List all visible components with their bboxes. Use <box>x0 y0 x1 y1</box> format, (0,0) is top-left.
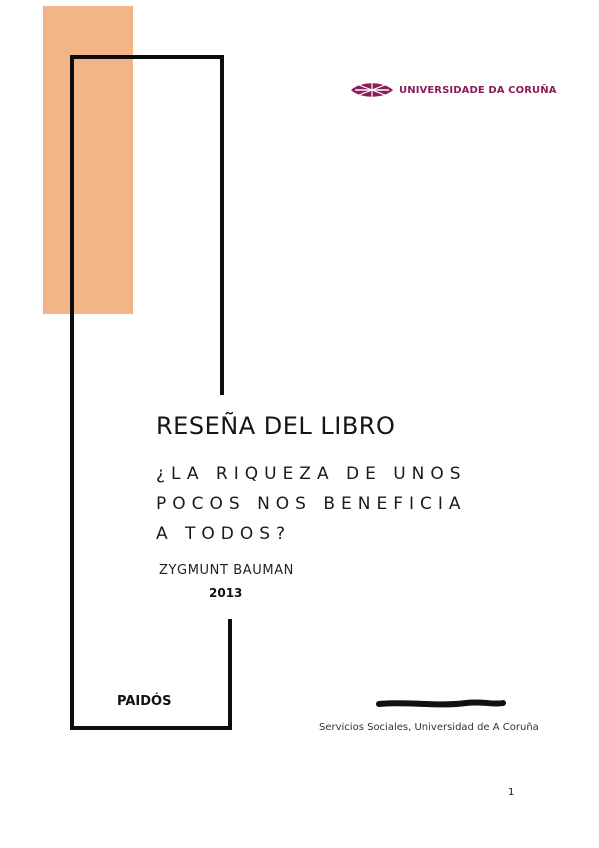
frame-right-lower-line <box>228 619 232 730</box>
frame-bottom-line <box>70 726 232 730</box>
book-title-line-1: ¿LA RIQUEZA DE UNOS <box>156 464 467 484</box>
page-number: 1 <box>508 787 515 798</box>
frame-left-line <box>70 55 74 730</box>
publisher-name: PAIDÓS <box>117 694 172 709</box>
book-title-line-3: A TODOS? <box>156 524 292 544</box>
university-name: UNIVERSIDADE DA CORUÑA <box>399 84 557 96</box>
orange-accent-block <box>43 6 133 314</box>
frame-right-upper-line <box>220 55 224 395</box>
book-title: ¿LA RIQUEZA DE UNOS POCOS NOS BENEFICIA … <box>156 459 516 549</box>
book-author: ZYGMUNT BAUMAN <box>159 563 295 578</box>
university-emblem-icon <box>351 82 393 98</box>
publication-year: 2013 <box>209 586 243 600</box>
cover-heading: RESEÑA DEL LIBRO <box>156 412 396 440</box>
university-logo: UNIVERSIDADE DA CORUÑA <box>349 79 557 101</box>
frame-top-line <box>70 55 224 59</box>
redacted-scribble <box>376 699 506 708</box>
book-title-line-2: POCOS NOS BENEFICIA <box>156 494 467 514</box>
department-label: Servicios Sociales, Universidad de A Cor… <box>319 722 539 733</box>
